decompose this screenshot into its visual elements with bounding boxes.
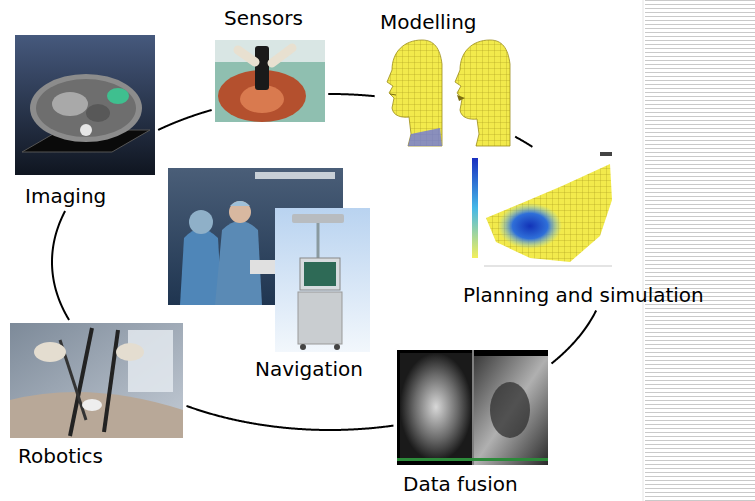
sensor-photo-part (272, 48, 292, 63)
simulation-plot-part (484, 266, 612, 267)
sensor-photo (215, 40, 325, 122)
step-label: Modelling (380, 10, 477, 34)
ct-scan-picture-part (80, 124, 92, 136)
simulation-plot-part (486, 164, 612, 262)
operating-room-photo-part (168, 168, 343, 305)
navigation-device-part (298, 292, 342, 344)
navigation-device-part (275, 208, 370, 352)
simulation-plot-part (470, 150, 615, 272)
illustrated-step: Robotics (10, 323, 183, 468)
step-label: Planning and simulation (463, 283, 704, 307)
cycle-connector (551, 311, 596, 364)
ct-scan-picture-part (52, 92, 88, 116)
cycle-connector (328, 94, 374, 96)
robotic-surgery-photo-part (10, 392, 183, 438)
ct-scan-picture-part (107, 88, 129, 104)
operating-room-photo (168, 168, 343, 305)
robotic-surgery-photo-part (34, 342, 66, 362)
illustrated-step: Sensors (215, 6, 325, 122)
robotic-surgery-photo-part (104, 330, 118, 432)
cycle-connector (515, 137, 532, 147)
simulation-plot-part (600, 152, 612, 156)
operating-room-photo-part (255, 172, 335, 179)
cycle-connector (186, 406, 393, 430)
data-fusion-image-part (490, 382, 530, 438)
ct-scan-picture (15, 35, 155, 175)
operating-room-photo-part (180, 229, 222, 305)
head-mesh-model (455, 40, 510, 146)
navigation-device-part (304, 262, 336, 286)
sensor-photo-part (255, 46, 269, 90)
head-mesh-model-part (390, 94, 396, 95)
sensor-photo-part (215, 40, 325, 122)
data-fusion-image-part (397, 458, 548, 461)
operating-room-photo-part (230, 201, 250, 206)
simulation-plot (470, 150, 615, 272)
ct-scan-picture-part (15, 35, 155, 175)
navigation-device-part (300, 344, 306, 350)
head-mesh-model (387, 40, 442, 146)
striped-side-panel-part (643, 0, 644, 501)
illustrated-step: Imaging (15, 35, 155, 208)
step-label: Data fusion (403, 472, 518, 496)
sensor-photo-part (215, 40, 325, 62)
head-mesh-model-part (408, 128, 442, 146)
striped-side-panel-part (645, 0, 755, 501)
cycle-connector (158, 110, 212, 130)
ct-scan-picture-part (86, 104, 110, 122)
robotic-surgery-photo-part (116, 343, 144, 361)
head-mesh-model-part (387, 40, 442, 146)
cycle-connector (52, 211, 69, 320)
navigation-device-part (334, 344, 340, 350)
operating-room-photo-part (189, 210, 213, 234)
illustrated-step: Modelling (378, 10, 512, 150)
illustrated-step: Planning and simulation (463, 150, 704, 307)
robotic-surgery-photo-part (128, 330, 173, 392)
ct-scan-picture-part (30, 74, 142, 142)
robotic-surgery-photo-part (10, 323, 183, 438)
illustrated-step: Data fusion (397, 350, 548, 496)
robotic-surgery-photo (10, 323, 183, 438)
robotic-surgery-photo-part (82, 399, 102, 411)
simulation-plot-part (498, 203, 562, 249)
data-fusion-image (397, 350, 548, 465)
operating-room-photo-part (229, 201, 251, 223)
step-label: Navigation (255, 357, 363, 381)
data-fusion-image-part (400, 353, 472, 461)
step-label: Imaging (25, 184, 106, 208)
data-fusion-image-part (473, 350, 474, 465)
navigation-device-part (300, 258, 340, 290)
simulation-plot-part (472, 158, 478, 258)
head-mesh-model-part (457, 95, 465, 101)
illustrated-step: Navigation (168, 168, 370, 381)
data-fusion-image-part (474, 356, 548, 465)
step-label: Sensors (224, 6, 303, 30)
ct-scan-picture-part (36, 79, 136, 137)
data-fusion-image-part (397, 350, 548, 465)
sensor-photo-part (238, 50, 255, 62)
head-mesh-model-part (455, 40, 510, 146)
striped-side-panel (643, 0, 755, 501)
navigation-device (275, 208, 370, 352)
navigation-device-part (317, 223, 320, 258)
navigation-device-part (292, 214, 344, 223)
step-label: Robotics (18, 444, 103, 468)
